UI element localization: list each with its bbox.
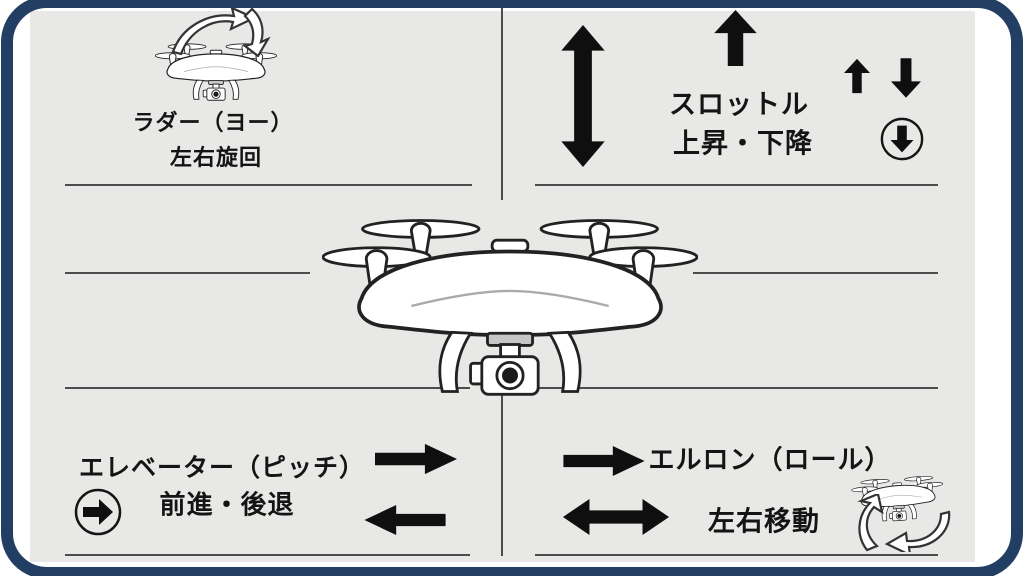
left-right-arrow-icon — [562, 499, 670, 535]
elevator-pitch-subtitle: 前進・後退 — [159, 489, 295, 520]
divider-mid-left — [65, 272, 310, 274]
divider-top-right — [535, 184, 938, 186]
circled-down-arrow-icon — [879, 116, 925, 162]
divider-lower-right-top — [535, 387, 938, 389]
throttle-title: スロットル — [669, 89, 809, 120]
yaw-rotation-arrows-icon — [168, 5, 273, 57]
throttle-subtitle: 上昇・下降 — [673, 128, 813, 159]
rudder-yaw-title: ラダー（ヨー） — [132, 110, 294, 135]
aileron-roll-title: エルロン（ロール） — [648, 444, 892, 475]
roll-rotation-arrows-icon — [851, 494, 955, 552]
circled-right-arrow-icon — [73, 487, 123, 537]
left-arrow-icon — [360, 505, 450, 535]
divider-mid-right — [693, 272, 938, 274]
rudder-yaw-subtitle: 左右旋回 — [169, 145, 263, 170]
right-arrow-icon — [559, 446, 649, 476]
divider-lower-left-top — [65, 387, 470, 389]
divider-vertical-bottom — [501, 380, 503, 556]
divider-lower-left-bottom — [65, 554, 470, 556]
divider-vertical-top — [501, 8, 503, 200]
up-down-arrow-icon — [561, 25, 605, 167]
divider-top-left — [65, 184, 472, 186]
elevator-pitch-title: エレベーター（ピッチ） — [78, 454, 366, 482]
drone-front-icon — [322, 197, 698, 399]
divider-lower-right-bottom — [535, 554, 938, 556]
right-arrow-icon — [375, 443, 457, 475]
small-down-arrow-icon — [891, 56, 921, 100]
aileron-roll-subtitle: 左右移動 — [708, 506, 820, 537]
small-up-arrow-icon — [844, 55, 870, 97]
up-arrow-icon — [714, 10, 757, 66]
